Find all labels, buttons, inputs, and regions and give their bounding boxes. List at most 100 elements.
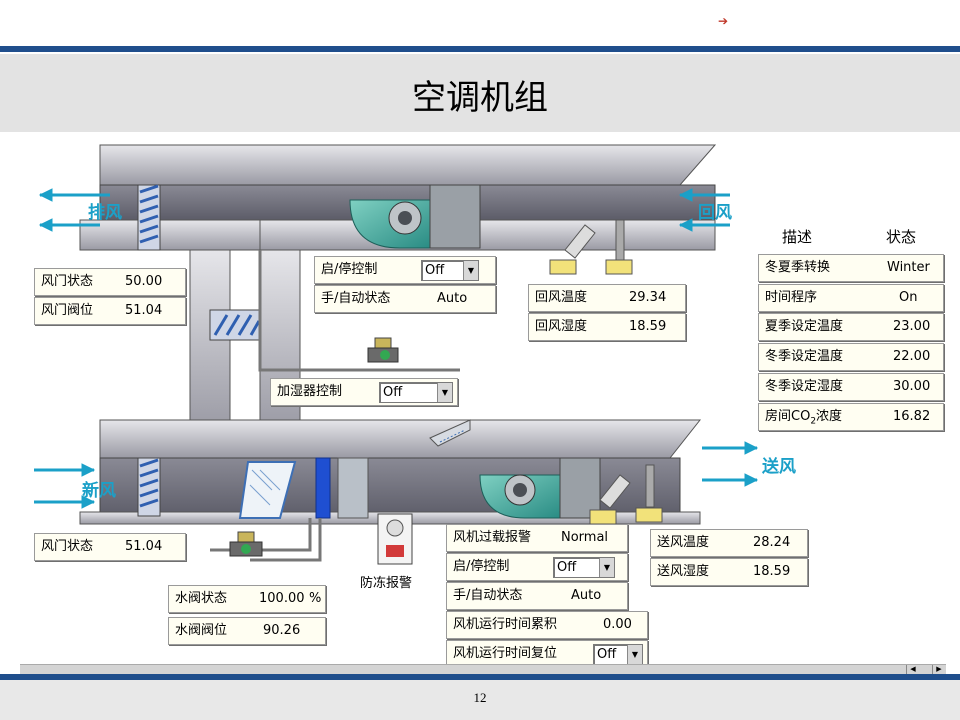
fresh-damper-status-box: 风门状态 51.04 [34, 533, 186, 561]
horizontal-scrollbar[interactable]: ◀ ▶ [20, 664, 946, 675]
winter-humidity-setpoint-value: 30.00 [893, 379, 931, 394]
supply-fan-start-stop-box: 启/停控制 Off ▼ [446, 553, 628, 581]
header-rule [0, 46, 960, 52]
supply-humidity-value: 18.59 [753, 564, 791, 579]
return-fan[interactable] [349, 184, 481, 249]
water-valve-status-label: 水阀状态 [175, 591, 228, 606]
supply-humidity-sensor-icon [635, 464, 663, 523]
water-valve-icon[interactable] [229, 531, 263, 557]
supply-fan-start-stop-label: 启/停控制 [453, 559, 510, 574]
water-valve-feedback-value: 90.26 [263, 623, 301, 638]
chevron-down-icon[interactable]: ▼ [627, 645, 642, 664]
fresh-air-damper[interactable] [137, 457, 161, 517]
supply-fan-runtime-reset-select[interactable]: Off ▼ [593, 644, 643, 665]
room-co2-value: 16.82 [893, 409, 931, 424]
water-valve-status-box: 水阀状态 100.00 % [168, 585, 326, 613]
humidifier-control-select[interactable]: Off ▼ [379, 382, 453, 403]
supply-temp-box: 送风温度 28.24 [650, 529, 808, 557]
humidifier-pipe [258, 250, 460, 372]
return-fan-start-stop-value: Off [425, 263, 445, 278]
room-co2-label-suffix: 浓度 [816, 409, 843, 424]
exhaust-air-label: 排风 [88, 203, 122, 223]
exhaust-damper[interactable] [137, 184, 161, 251]
supply-fan-hand-auto-value: Auto [571, 588, 602, 603]
scroll-right-icon[interactable]: ▶ [932, 665, 945, 674]
winter-temp-setpoint-label: 冬季设定温度 [765, 349, 844, 364]
supply-fan[interactable] [479, 457, 601, 519]
chevron-down-icon[interactable]: ▼ [599, 558, 614, 577]
footer-band [0, 680, 960, 720]
supply-fan-overload-box: 风机过载报警 Normal [446, 524, 628, 552]
lower-duct-top [99, 419, 702, 459]
damper-status-label: 风门状态 [41, 274, 94, 289]
chevron-down-icon[interactable]: ▼ [463, 261, 478, 280]
footer-rule [0, 674, 960, 680]
water-coil [315, 457, 331, 519]
return-temp-value: 29.34 [629, 290, 667, 305]
supply-arrow-icon [702, 441, 759, 487]
scroll-left-icon[interactable]: ◀ [906, 665, 919, 674]
damper-status-value: 50.00 [125, 274, 163, 289]
supply-fan-runtime-value: 0.00 [603, 617, 632, 632]
upper-duct-top [99, 144, 717, 186]
freeze-alarm-label: 防冻报警 [360, 576, 413, 591]
freeze-alarm-device[interactable] [377, 513, 413, 565]
season-switch-label: 冬夏季转换 [765, 260, 831, 275]
supply-fan-runtime-reset-box: 风机运行时间复位 Off ▼ [446, 640, 648, 668]
return-fan-start-stop-select[interactable]: Off ▼ [421, 260, 479, 281]
supply-temp-sensor-icon [589, 474, 631, 525]
title-band [0, 54, 960, 132]
fresh-air-label: 新风 [82, 481, 116, 501]
damper-feedback-label: 风门阀位 [41, 303, 94, 318]
damper-feedback-box: 风门阀位 51.04 [34, 297, 186, 325]
chevron-down-icon[interactable]: ▼ [437, 383, 452, 402]
supply-fan-start-stop-select[interactable]: Off ▼ [553, 557, 615, 578]
supply-fan-overload-label: 风机过载报警 [453, 530, 532, 545]
return-fan-hand-auto-value: Auto [437, 291, 468, 306]
return-humidity-value: 18.59 [629, 319, 667, 334]
return-humidity-box: 回风湿度 18.59 [528, 313, 686, 341]
fresh-arrow-icon [34, 463, 96, 509]
humidifier-control-value: Off [383, 385, 403, 400]
fresh-damper-status-value: 51.04 [125, 539, 163, 554]
supply-fan-start-stop-value: Off [557, 560, 577, 575]
season-switch-row: 冬夏季转换 Winter [758, 254, 944, 282]
humidifier[interactable] [429, 419, 471, 447]
room-co2-label-prefix: 房间CO [765, 409, 811, 424]
humidifier-valve-icon[interactable] [367, 337, 399, 363]
water-valve-status-value: 100.00 [259, 591, 305, 606]
supply-air-label: 送风 [762, 457, 796, 477]
winter-humidity-setpoint-label: 冬季设定湿度 [765, 379, 844, 394]
damper-feedback-value: 51.04 [125, 303, 163, 318]
supply-temp-value: 28.24 [753, 535, 791, 550]
return-temp-label: 回风温度 [535, 290, 588, 305]
exhaust-arrow-icon [38, 188, 110, 232]
water-valve-feedback-box: 水阀阀位 90.26 [168, 617, 326, 645]
mixing-damper[interactable] [209, 309, 261, 341]
room-co2-label-sub: 2 [810, 416, 817, 427]
water-valve-feedback-label: 水阀阀位 [175, 623, 228, 638]
page-number: 12 [473, 690, 487, 705]
coil-section [337, 457, 369, 519]
summer-temp-setpoint-label: 夏季设定温度 [765, 319, 844, 334]
return-arrow-icon [678, 188, 730, 232]
page-title: 空调机组 [412, 78, 548, 118]
return-fan-start-stop-label: 启/停控制 [321, 262, 378, 277]
winter-temp-setpoint-value: 22.00 [893, 349, 931, 364]
season-switch-value: Winter [887, 260, 930, 275]
arrow-right-icon[interactable]: ➔ [718, 14, 729, 28]
humidifier-control-box: 加湿器控制 Off ▼ [270, 378, 458, 406]
return-fan-start-stop-box: 启/停控制 Off ▼ [314, 256, 496, 284]
supply-fan-runtime-label: 风机运行时间累积 [453, 617, 558, 632]
return-humidity-label: 回风湿度 [535, 319, 588, 334]
return-air-label: 回风 [698, 203, 732, 223]
return-fan-hand-auto-label: 手/自动状态 [321, 291, 391, 306]
supply-temp-label: 送风温度 [657, 535, 710, 550]
supply-fan-runtime-box: 风机运行时间累积 0.00 [446, 611, 648, 639]
time-program-row: 时间程序 On [758, 284, 944, 312]
damper-status-box: 风门状态 50.00 [34, 268, 186, 296]
supply-fan-hand-auto-label: 手/自动状态 [453, 588, 523, 603]
return-temp-box: 回风温度 29.34 [528, 284, 686, 312]
upper-duct-ledge [79, 219, 271, 251]
supply-fan-overload-value: Normal [561, 530, 609, 545]
